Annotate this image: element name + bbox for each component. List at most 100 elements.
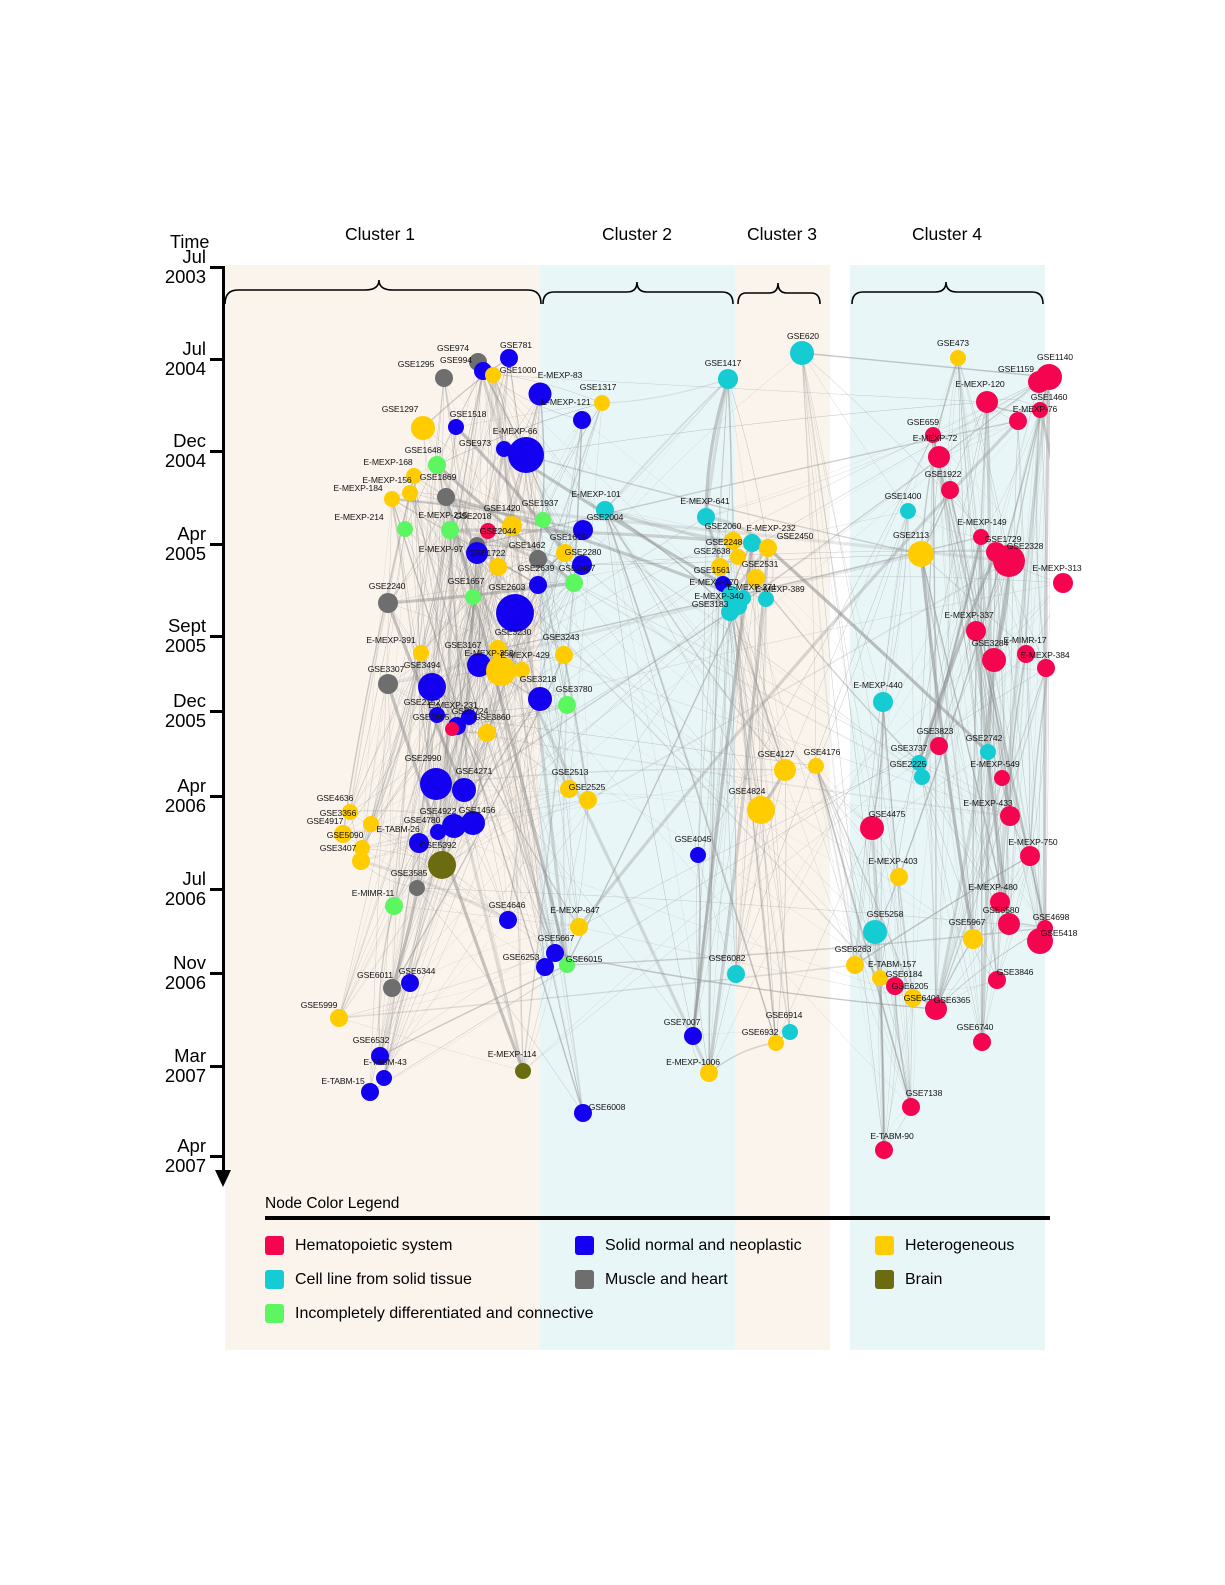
graph-node[interactable] <box>556 544 574 562</box>
graph-node[interactable] <box>1020 846 1040 866</box>
graph-node[interactable] <box>411 416 435 440</box>
graph-node[interactable] <box>385 897 403 915</box>
graph-node[interactable] <box>448 419 464 435</box>
graph-node[interactable] <box>461 811 485 835</box>
graph-node[interactable] <box>371 1047 389 1065</box>
graph-node[interactable] <box>925 998 947 1020</box>
graph-node[interactable] <box>1000 806 1020 826</box>
graph-node[interactable] <box>409 833 429 853</box>
graph-node[interactable] <box>361 1083 379 1101</box>
graph-node[interactable] <box>559 957 575 973</box>
graph-node[interactable] <box>528 687 552 711</box>
graph-node[interactable] <box>994 770 1010 786</box>
graph-node[interactable] <box>560 780 578 798</box>
graph-node[interactable] <box>886 977 904 995</box>
graph-node[interactable] <box>536 958 554 976</box>
graph-node[interactable] <box>480 523 496 539</box>
graph-node[interactable] <box>430 824 446 840</box>
graph-node[interactable] <box>711 558 729 576</box>
graph-node[interactable] <box>573 520 593 540</box>
graph-node[interactable] <box>342 804 358 820</box>
graph-node[interactable] <box>902 1098 920 1116</box>
graph-node[interactable] <box>1028 371 1050 393</box>
graph-node[interactable] <box>1009 412 1027 430</box>
graph-node[interactable] <box>573 411 591 429</box>
graph-node[interactable] <box>743 534 761 552</box>
graph-node[interactable] <box>555 646 573 664</box>
graph-node[interactable] <box>941 481 959 499</box>
graph-node[interactable] <box>529 550 547 568</box>
graph-node[interactable] <box>565 574 583 592</box>
graph-node[interactable] <box>579 791 597 809</box>
graph-node[interactable] <box>721 603 739 621</box>
graph-node[interactable] <box>774 759 796 781</box>
graph-node[interactable] <box>900 503 916 519</box>
graph-node[interactable] <box>963 929 983 949</box>
graph-node[interactable] <box>502 516 522 536</box>
graph-node[interactable] <box>950 350 966 366</box>
graph-node[interactable] <box>378 593 398 613</box>
graph-node[interactable] <box>383 979 401 997</box>
graph-node[interactable] <box>863 920 887 944</box>
graph-node[interactable] <box>514 662 530 678</box>
graph-node[interactable] <box>384 491 400 507</box>
graph-node[interactable] <box>594 395 610 411</box>
graph-node[interactable] <box>418 673 446 701</box>
graph-node[interactable] <box>904 989 922 1007</box>
graph-node[interactable] <box>330 1009 348 1027</box>
graph-node[interactable] <box>973 529 989 545</box>
graph-node[interactable] <box>496 594 534 632</box>
graph-node[interactable] <box>445 722 459 736</box>
graph-node[interactable] <box>529 576 547 594</box>
graph-node[interactable] <box>718 369 738 389</box>
graph-node[interactable] <box>790 341 814 365</box>
graph-node[interactable] <box>730 549 746 565</box>
graph-node[interactable] <box>860 816 884 840</box>
graph-node[interactable] <box>759 539 777 557</box>
graph-node[interactable] <box>363 816 379 832</box>
graph-node[interactable] <box>846 956 864 974</box>
graph-node[interactable] <box>768 1035 784 1051</box>
graph-node[interactable] <box>334 825 352 843</box>
graph-node[interactable] <box>988 971 1006 989</box>
graph-node[interactable] <box>873 692 893 712</box>
graph-node[interactable] <box>690 847 706 863</box>
graph-node[interactable] <box>908 541 934 567</box>
graph-node[interactable] <box>998 913 1020 935</box>
graph-node[interactable] <box>428 851 456 879</box>
graph-node[interactable] <box>435 369 453 387</box>
graph-node[interactable] <box>401 974 419 992</box>
graph-node[interactable] <box>489 558 507 576</box>
graph-node[interactable] <box>973 1033 991 1051</box>
graph-node[interactable] <box>700 1064 718 1082</box>
graph-node[interactable] <box>352 852 370 870</box>
graph-node[interactable] <box>966 621 986 641</box>
graph-node[interactable] <box>976 391 998 413</box>
graph-node[interactable] <box>1037 659 1055 677</box>
graph-node[interactable] <box>406 468 422 484</box>
graph-node[interactable] <box>546 944 564 962</box>
graph-node[interactable] <box>747 569 765 587</box>
graph-node[interactable] <box>486 656 516 686</box>
graph-node[interactable] <box>697 508 715 526</box>
graph-node[interactable] <box>528 382 552 406</box>
graph-node[interactable] <box>911 755 927 771</box>
graph-node[interactable] <box>872 970 888 986</box>
graph-node[interactable] <box>535 512 551 528</box>
graph-node[interactable] <box>928 446 950 468</box>
graph-node[interactable] <box>570 918 588 936</box>
graph-node[interactable] <box>724 532 742 550</box>
graph-node[interactable] <box>478 724 496 742</box>
graph-node[interactable] <box>465 589 481 605</box>
graph-node[interactable] <box>558 696 576 714</box>
graph-node[interactable] <box>727 965 745 983</box>
graph-node[interactable] <box>413 645 429 661</box>
graph-node[interactable] <box>485 367 501 383</box>
graph-node[interactable] <box>758 591 774 607</box>
graph-node[interactable] <box>428 456 446 474</box>
graph-node[interactable] <box>1017 645 1035 663</box>
graph-node[interactable] <box>378 674 398 694</box>
graph-node[interactable] <box>1027 928 1053 954</box>
graph-node[interactable] <box>376 1070 392 1086</box>
graph-node[interactable] <box>420 768 452 800</box>
